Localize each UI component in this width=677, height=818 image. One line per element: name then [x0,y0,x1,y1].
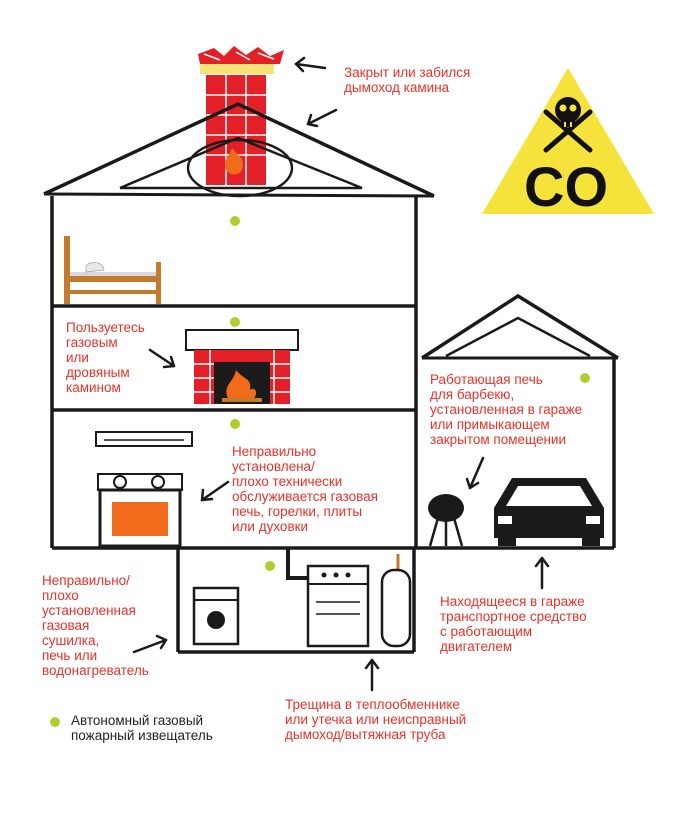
main-roof [43,102,435,198]
detector-dot-icon [580,373,590,383]
arrow-icon [132,634,168,654]
flue-pipe [286,548,308,580]
label-heat-exchanger: Трещина в теплообменнике или утечка или … [285,697,467,742]
fireplace-icon [185,329,299,404]
main-house [43,46,435,654]
bbq-grill-icon [428,494,464,547]
range-hood-icon [95,431,193,447]
car-icon [494,478,604,546]
detector-dot-icon [230,216,240,226]
detector-markers [230,216,590,571]
arrow-icon [364,658,380,692]
chimney-smoke-cap [198,46,284,74]
detector-dot-icon [230,419,240,429]
warning-triangle [482,68,654,214]
garage-gable [445,316,591,358]
label-gas-stove: Неправильно установлена/ плохо техническ… [232,444,378,534]
arrow-icon [294,56,327,73]
legend-detector-icon [50,717,60,727]
detector-dot-icon [265,561,275,571]
label-fireplace: Пользуетесь газовым или дровяным камином [66,320,145,395]
garage-roof [421,293,619,360]
chimney-fire-icon [224,148,244,175]
water-heater-icon [380,554,412,648]
legend-label: Автономный газовый пожарный извещатель [71,713,213,743]
garage [416,293,619,550]
arrow-icon [465,456,485,490]
dryer-icon [192,586,240,646]
fireplace-flame-icon [226,370,257,398]
attic-gable [119,136,363,190]
label-dryer-heater: Неправильно/ плохо установленная газовая… [42,573,149,678]
label-garage-bbq: Работающая печь для барбекю, установленн… [430,372,583,447]
co-sign-text: CO [524,155,608,218]
bed-icon [64,236,161,304]
arrow-icon [200,480,230,502]
arrow-icon [534,556,550,590]
label-garage-car: Находящееся в гараже транспортное средст… [440,594,587,654]
label-chimney-blocked: Закрыт или забился дымоход камина [344,65,471,95]
co-warning-sign: CO [482,68,654,218]
detector-dot-icon [230,317,240,327]
gas-stove-icon [97,473,183,548]
skull-crossbones-icon [543,97,593,153]
pointer-arrows [132,56,550,692]
arrow-icon [306,108,338,128]
furnace-icon [306,564,370,648]
arrow-icon [148,348,176,369]
